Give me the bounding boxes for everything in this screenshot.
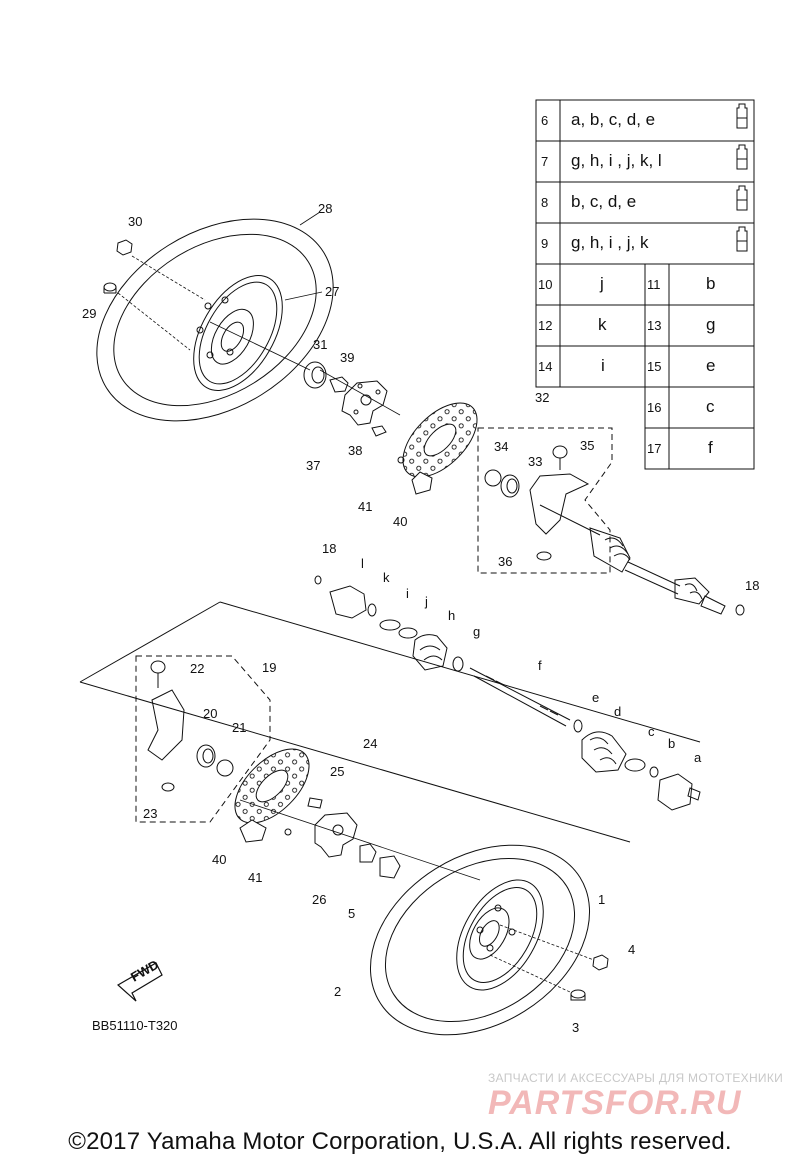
callout-22: 22 xyxy=(190,661,204,676)
kit-parts: g, h, i , j, k xyxy=(571,233,649,252)
callout-24: 24 xyxy=(363,736,377,751)
leader-lines xyxy=(489,924,595,993)
leader-lines xyxy=(117,255,206,351)
part-letter: i xyxy=(601,356,605,375)
part-number: 12 xyxy=(538,318,552,333)
callout-32: 32 xyxy=(535,390,549,405)
part-letter: c xyxy=(706,397,715,416)
part-labels: 28 30 27 29 31 39 37 38 41 40 32 34 33 3… xyxy=(82,201,759,1035)
watermark-logo: PARTSFOR.RU xyxy=(488,1084,742,1122)
callout-e: e xyxy=(592,690,599,705)
callout-k: k xyxy=(383,570,390,585)
fwd-label: FWD xyxy=(128,957,161,985)
part-number: 15 xyxy=(647,359,661,374)
knuckle-group-box xyxy=(135,655,271,823)
kit-number: 7 xyxy=(541,154,548,169)
callout-c: c xyxy=(648,724,655,739)
callout-19: 19 xyxy=(262,660,276,675)
callout-2: 2 xyxy=(334,984,341,999)
part-number: 16 xyxy=(647,400,661,415)
callout-30: 30 xyxy=(128,214,142,229)
part-letter: k xyxy=(598,315,607,334)
kit-parts: g, h, i , j, k, l xyxy=(571,151,662,170)
callout-36: 36 xyxy=(498,554,512,569)
callout-b: b xyxy=(668,736,675,751)
kit-parts: a, b, c, d, e xyxy=(571,110,655,129)
drive-axle-upper xyxy=(539,504,745,616)
knuckle-lower xyxy=(147,660,234,792)
callout-h: h xyxy=(448,608,455,623)
callout-31: 31 xyxy=(313,337,327,352)
callout-3: 3 xyxy=(572,1020,579,1035)
callout-27: 27 xyxy=(325,284,339,299)
callout-j: j xyxy=(424,594,428,609)
part-letter: e xyxy=(706,356,715,375)
callout-f: f xyxy=(538,658,542,673)
part-number: 10 xyxy=(538,277,552,292)
callout-23: 23 xyxy=(143,806,157,821)
hub xyxy=(307,797,401,879)
grease-icon xyxy=(736,103,748,252)
part-letter: j xyxy=(599,274,604,293)
hub xyxy=(341,380,388,437)
callout-5: 5 xyxy=(348,906,355,921)
callout-33: 33 xyxy=(528,454,542,469)
part-number: 11 xyxy=(647,277,661,292)
bearing xyxy=(303,361,349,393)
callout-28: 28 xyxy=(318,201,332,216)
upper-wheel xyxy=(96,218,334,422)
stud-and-nut xyxy=(570,954,609,1001)
callout-1: 1 xyxy=(598,892,605,907)
part-number: 17 xyxy=(647,441,661,456)
callout-38: 38 xyxy=(348,443,362,458)
callout-a: a xyxy=(694,750,702,765)
callout-18: 18 xyxy=(322,541,336,556)
diagram-code: BB51110-T320 xyxy=(92,1018,178,1033)
callout-20: 20 xyxy=(203,706,217,721)
stud-and-nut xyxy=(103,239,133,294)
knuckle-group-box xyxy=(477,427,613,574)
kit-number: 8 xyxy=(541,195,548,210)
leader-lines xyxy=(209,211,401,416)
watermark-caption: ЗАПЧАСТИ И АКСЕССУАРЫ ДЛЯ МОТОТЕХНИКИ xyxy=(488,1071,784,1085)
callout-41: 41 xyxy=(248,870,262,885)
callout-40: 40 xyxy=(393,514,407,529)
forward-arrow-icon: FWD xyxy=(116,957,163,1002)
brake-disc xyxy=(234,748,310,843)
callout-l: l xyxy=(361,556,364,571)
lower-wheel xyxy=(369,844,591,1036)
knuckle-upper xyxy=(484,445,590,561)
part-letter: b xyxy=(706,274,715,293)
callout-39: 39 xyxy=(340,350,354,365)
kit-parts: b, c, d, e xyxy=(571,192,636,211)
callout-25: 25 xyxy=(330,764,344,779)
callout-18: 18 xyxy=(745,578,759,593)
parts-kit-table xyxy=(535,99,755,470)
callout-g: g xyxy=(473,624,480,639)
callout-4: 4 xyxy=(628,942,635,957)
axle-components xyxy=(314,575,701,811)
exploded-parts-diagram: 6 a, b, c, d, e 7 g, h, i , j, k, l 8 b,… xyxy=(79,99,759,1036)
callout-34: 34 xyxy=(494,439,508,454)
assembly-plane xyxy=(79,601,701,843)
table-text: 6 a, b, c, d, e 7 g, h, i , j, k, l 8 b,… xyxy=(538,110,715,457)
callout-29: 29 xyxy=(82,306,96,321)
callout-41: 41 xyxy=(358,499,372,514)
callout-i: i xyxy=(406,586,409,601)
part-number: 14 xyxy=(538,359,552,374)
leader-lines xyxy=(239,799,481,881)
part-letter: f xyxy=(708,438,713,457)
part-letter: g xyxy=(706,315,715,334)
part-number: 13 xyxy=(647,318,661,333)
brake-disc xyxy=(397,402,478,495)
callout-d: d xyxy=(614,704,621,719)
callout-40: 40 xyxy=(212,852,226,867)
copyright-notice: ©2017 Yamaha Motor Corporation, U.S.A. A… xyxy=(68,1128,732,1155)
kit-number: 9 xyxy=(541,236,548,251)
callout-35: 35 xyxy=(580,438,594,453)
kit-number: 6 xyxy=(541,113,548,128)
callout-21: 21 xyxy=(232,720,246,735)
callout-26: 26 xyxy=(312,892,326,907)
callout-37: 37 xyxy=(306,458,320,473)
